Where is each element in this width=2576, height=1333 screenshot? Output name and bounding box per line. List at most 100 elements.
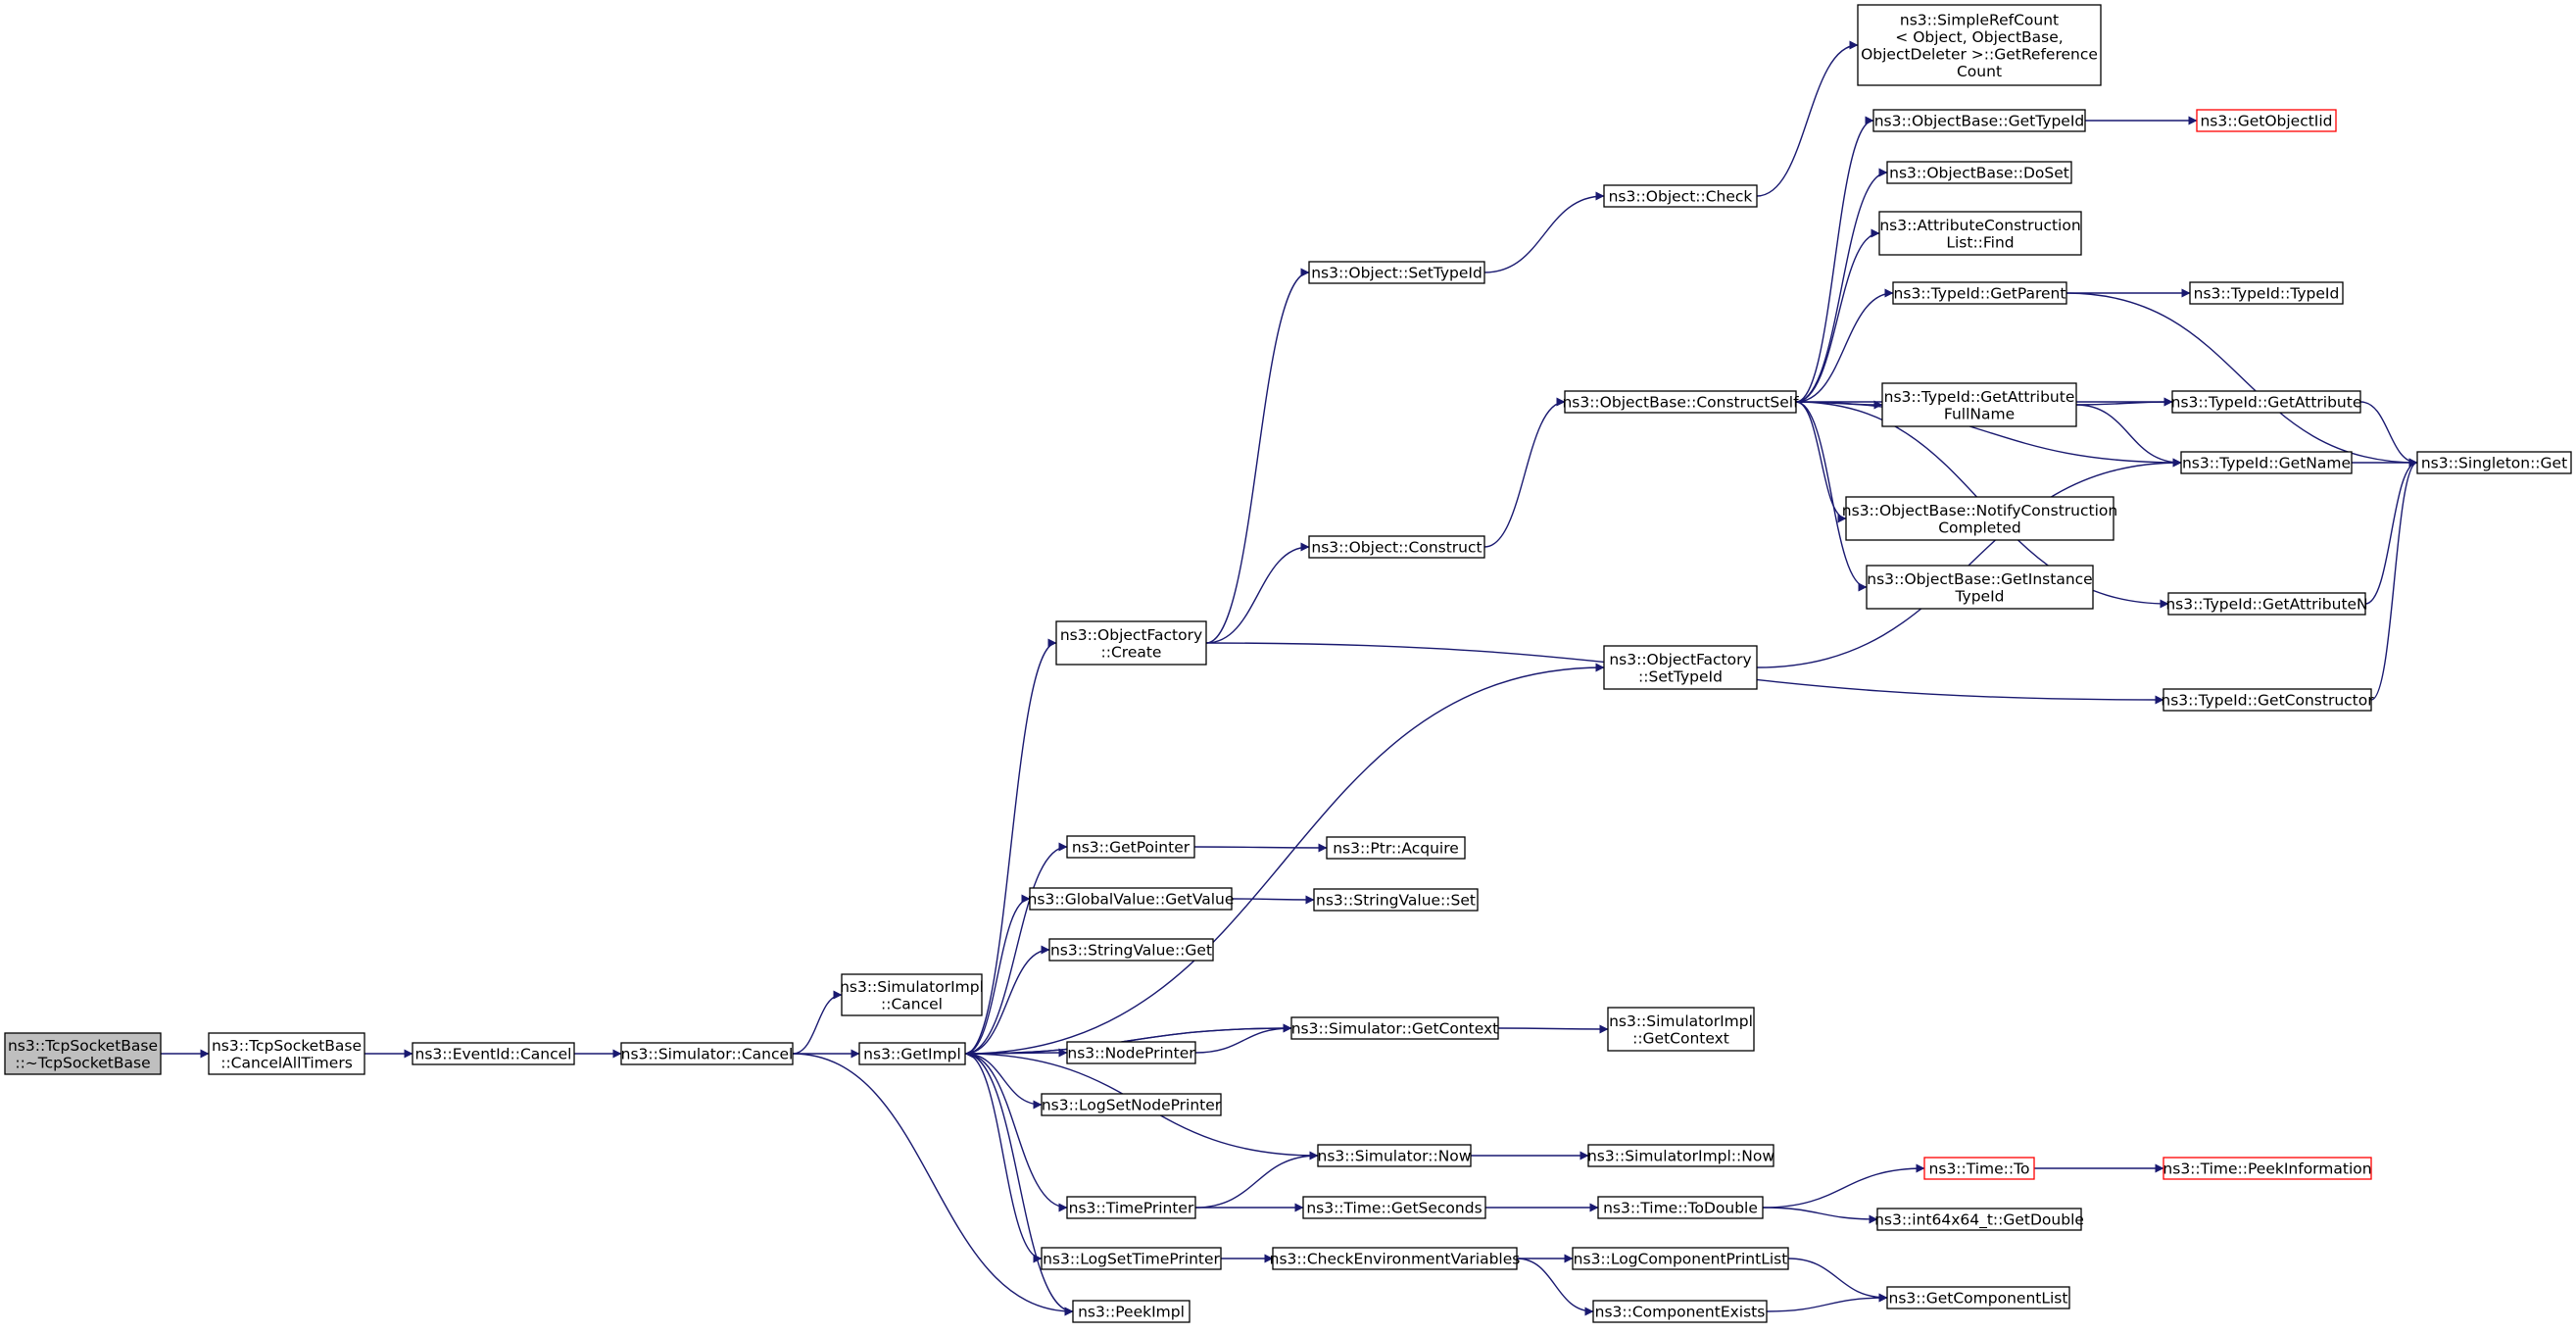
node-object-set-type-id[interactable]: ns3::Object::SetTypeId (1308, 261, 1485, 284)
node-type-id-get-attribute-n[interactable]: ns3::TypeId::GetAttributeN (2165, 592, 2368, 616)
node-label-line: ns3::Singleton::Get (2421, 455, 2567, 472)
node-simulator-cancel[interactable]: ns3::Simulator::Cancel (620, 1042, 794, 1065)
node-time-get-seconds[interactable]: ns3::Time::GetSeconds (1302, 1196, 1486, 1219)
node-time-printer[interactable]: ns3::TimePrinter (1066, 1196, 1196, 1219)
node-component-exists[interactable]: ns3::ComponentExists (1592, 1300, 1768, 1323)
node-event-id-cancel[interactable]: ns3::EventId::Cancel (412, 1042, 575, 1065)
node-ptr-acquire[interactable]: ns3::Ptr::Acquire (1326, 836, 1466, 860)
node-label-line: ns3::Object::Check (1609, 188, 1753, 206)
node-sim-impl-now[interactable]: ns3::SimulatorImpl::Now (1587, 1144, 1774, 1167)
node-cancel-all-timers[interactable]: ns3::TcpSocketBase::CancelAllTimers (208, 1032, 365, 1075)
node-notify-construction-completed[interactable]: ns3::ObjectBase::NotifyConstructionCompl… (1842, 496, 2117, 541)
node-label-line: ns3::NodePrinter (1067, 1045, 1195, 1062)
node-node-printer[interactable]: ns3::NodePrinter (1066, 1041, 1196, 1064)
node-type-id-get-constructor[interactable]: ns3::TypeId::GetConstructor (2161, 688, 2374, 712)
node-string-value-set[interactable]: ns3::StringValue::Set (1313, 888, 1479, 912)
node-object-check[interactable]: ns3::Object::Check (1603, 184, 1758, 208)
node-label-line: ns3::Time::ToDouble (1603, 1200, 1758, 1217)
edge-object-factory-create-to-object-set-type-id (1205, 268, 1310, 644)
node-string-value-get[interactable]: ns3::StringValue::Get (1048, 938, 1214, 962)
node-type-id-type-id[interactable]: ns3::TypeId::TypeId (2189, 281, 2344, 305)
node-int64-get-double[interactable]: ns3::int64x64_t::GetDouble (1874, 1208, 2084, 1231)
node-label-line: ::GetContext (1632, 1029, 1729, 1047)
node-label-line: < Object, ObjectBase, (1895, 28, 2063, 46)
edge-check-env-vars-to-component-exists (1516, 1258, 1594, 1316)
node-get-pointer[interactable]: ns3::GetPointer (1066, 835, 1195, 859)
node-type-id-get-parent[interactable]: ns3::TypeId::GetParent (1892, 281, 2067, 305)
node-box (1290, 1016, 1499, 1040)
node-label-line: ns3::GetComponentList (1889, 1290, 2068, 1308)
node-label-line: ns3::TypeId::TypeId (2194, 285, 2340, 303)
edge-get-impl-to-obj-factory-set-type-id (964, 663, 1605, 1055)
node-construct-self[interactable]: ns3::ObjectBase::ConstructSelf (1562, 390, 1799, 414)
node-label-line: ns3::AttributeConstruction (1879, 217, 2080, 234)
node-box (2189, 281, 2344, 305)
node-object-construct[interactable]: ns3::Object::Construct (1308, 535, 1485, 559)
node-get-component-list[interactable]: ns3::GetComponentList (1886, 1286, 2070, 1309)
node-time-peek-information[interactable]: ns3::Time::PeekInformation (2163, 1157, 2372, 1180)
node-log-set-time-printer[interactable]: ns3::LogSetTimePrinter (1041, 1247, 1222, 1270)
node-label-line: ns3::TimePrinter (1069, 1200, 1194, 1217)
node-box (1048, 938, 1214, 962)
node-label-line: ns3::Simulator::GetContext (1291, 1020, 1499, 1038)
node-box (1876, 1208, 2082, 1231)
edge-get-impl-to-time-printer (964, 1053, 1068, 1212)
edge-construct-self-to-type-id-get-name (1795, 401, 2182, 468)
edge-get-impl-to-log-set-time-printer (964, 1053, 1043, 1263)
node-root[interactable]: ns3::TcpSocketBase::~TcpSocketBase (4, 1032, 162, 1075)
node-label-line: ::Cancel (881, 995, 943, 1012)
node-box (2163, 1157, 2372, 1180)
node-label-line: Count (1957, 63, 2002, 80)
node-box (1326, 836, 1466, 860)
node-obj-base-do-set[interactable]: ns3::ObjectBase::DoSet (1886, 161, 2072, 184)
node-log-component-print-list[interactable]: ns3::LogComponentPrintList (1572, 1247, 1789, 1270)
node-box (1597, 1196, 1764, 1219)
node-label-line: ns3::ObjectBase::GetTypeId (1874, 113, 2085, 130)
node-simulator-get-context[interactable]: ns3::Simulator::GetContext (1290, 1016, 1499, 1040)
node-label-line: ns3::CheckEnvironmentVariables (1270, 1251, 1521, 1268)
node-simple-ref-count[interactable]: ns3::SimpleRefCount< Object, ObjectBase,… (1857, 4, 2102, 86)
node-singleton-get[interactable]: ns3::Singleton::Get (2416, 451, 2572, 474)
node-global-value-get-value[interactable]: ns3::GlobalValue::GetValue (1028, 887, 1235, 911)
node-label-line: ns3::ObjectBase::ConstructSelf (1562, 394, 1799, 412)
node-simulator-now[interactable]: ns3::Simulator::Now (1317, 1144, 1472, 1167)
node-label-line: ns3::SimulatorImpl (840, 978, 984, 996)
node-label-line: ns3::TypeId::GetAttribute (2171, 394, 2362, 412)
edge-simulator-cancel-to-peek-impl (792, 1053, 1074, 1316)
node-label-line: ns3::LogSetTimePrinter (1043, 1251, 1220, 1268)
edge-type-id-get-parent-to-singleton-get (2066, 292, 2418, 468)
node-sim-impl-cancel[interactable]: ns3::SimulatorImpl::Cancel (840, 973, 984, 1016)
node-time-to-double[interactable]: ns3::Time::ToDouble (1597, 1196, 1764, 1219)
node-label-line: ns3::StringValue::Get (1050, 942, 1212, 960)
node-box (1302, 1196, 1486, 1219)
node-label-line: ns3::GlobalValue::GetValue (1028, 891, 1235, 909)
node-time-to[interactable]: ns3::Time::To (1923, 1157, 2035, 1180)
node-get-object-iid[interactable]: ns3::GetObjectIid (2196, 109, 2337, 132)
node-box (1313, 888, 1479, 912)
node-box (1866, 565, 2094, 610)
node-get-impl[interactable]: ns3::GetImpl (858, 1042, 966, 1065)
node-obj-base-get-type-id[interactable]: ns3::ObjectBase::GetTypeId (1872, 109, 2086, 132)
node-type-id-get-name[interactable]: ns3::TypeId::GetName (2180, 451, 2353, 474)
edge-time-printer-to-simulator-now (1194, 1151, 1319, 1209)
node-sim-impl-get-context[interactable]: ns3::SimulatorImpl::GetContext (1607, 1007, 1755, 1052)
node-label-line: ns3::EventId::Cancel (415, 1046, 572, 1063)
node-box (1066, 1196, 1196, 1219)
node-label-line: ns3::ComponentExists (1595, 1304, 1766, 1321)
node-object-factory-create[interactable]: ns3::ObjectFactory::Create (1055, 620, 1207, 666)
node-log-set-node-printer[interactable]: ns3::LogSetNodePrinter (1041, 1093, 1222, 1116)
node-box (858, 1042, 966, 1065)
node-type-id-get-attribute[interactable]: ns3::TypeId::GetAttribute (2171, 390, 2362, 414)
node-check-env-vars[interactable]: ns3::CheckEnvironmentVariables (1270, 1247, 1521, 1270)
node-box (1881, 382, 2077, 427)
node-box (1845, 496, 2114, 541)
edge-get-impl-to-string-value-get (964, 945, 1050, 1055)
node-box (1041, 1093, 1222, 1116)
node-label-line: ns3::int64x64_t::GetDouble (1874, 1211, 2084, 1230)
node-peek-impl[interactable]: ns3::PeekImpl (1072, 1300, 1191, 1323)
node-label-line: ::~TcpSocketBase (15, 1054, 150, 1071)
node-obj-factory-set-type-id[interactable]: ns3::ObjectFactory::SetTypeId (1603, 645, 1758, 690)
